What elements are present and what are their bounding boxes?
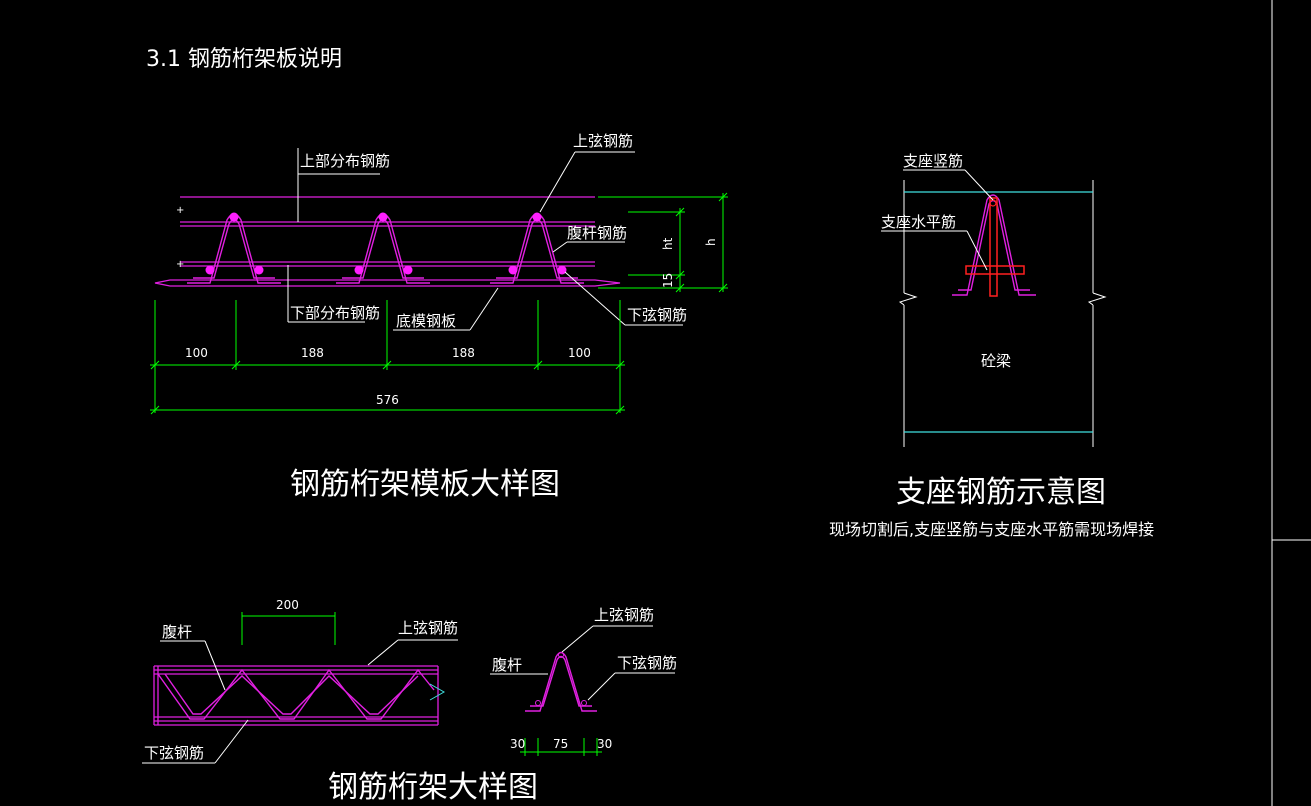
dim-200: 200	[276, 598, 299, 612]
label-section-web: 腹杆	[492, 656, 522, 674]
title-support-rebar-diagram: 支座钢筋示意图	[896, 475, 1106, 510]
label-section-bottom-chord: 下弦钢筋	[617, 654, 677, 672]
dim-30-right: 30	[597, 737, 612, 751]
dim-188-left: 188	[301, 346, 324, 360]
label-truss-top-chord: 上弦钢筋	[398, 619, 458, 637]
note-support-welding: 现场切割后,支座竖筋与支座水平筋需现场焊接	[829, 520, 1154, 539]
svg-text:+: +	[176, 205, 184, 216]
label-web-bar: 腹杆钢筋	[567, 224, 627, 242]
support-rebar-diagram	[881, 169, 1107, 447]
dim-75: 75	[553, 737, 568, 751]
dim-30-left: 30	[510, 737, 525, 751]
label-truss-bottom-chord: 下弦钢筋	[144, 744, 204, 762]
dim-576: 576	[376, 393, 399, 407]
title-truss-deck-detail: 钢筋桁架模板大样图	[290, 467, 560, 502]
dim-100-left: 100	[185, 346, 208, 360]
dim-188-right: 188	[452, 346, 475, 360]
label-bottom-distribution-bar: 下部分布钢筋	[290, 304, 380, 322]
title-truss-detail: 钢筋桁架大样图	[328, 770, 538, 805]
label-support-horizontal-bar: 支座水平筋	[881, 213, 956, 231]
dim-ht: ht	[661, 237, 675, 250]
dim-h: h	[704, 238, 718, 246]
truss-deck-detail: + +	[150, 148, 728, 415]
truss-section-detail	[490, 625, 675, 756]
label-deck-plate: 底模钢板	[396, 312, 456, 330]
label-support-vertical-bar: 支座竖筋	[903, 152, 963, 170]
label-bottom-chord: 下弦钢筋	[627, 306, 687, 324]
label-concrete-beam: 砼梁	[981, 352, 1011, 370]
label-section-top-chord: 上弦钢筋	[594, 606, 654, 624]
label-top-distribution-bar: 上部分布钢筋	[300, 152, 390, 170]
svg-text:+: +	[176, 259, 184, 270]
dim-15: 15	[661, 273, 675, 288]
label-web-rod: 腹杆	[162, 623, 192, 641]
label-top-chord: 上弦钢筋	[573, 132, 633, 150]
dim-100-right: 100	[568, 346, 591, 360]
section-title: 3.1 钢筋桁架板说明	[146, 47, 342, 72]
truss-elevation-detail	[142, 612, 458, 764]
